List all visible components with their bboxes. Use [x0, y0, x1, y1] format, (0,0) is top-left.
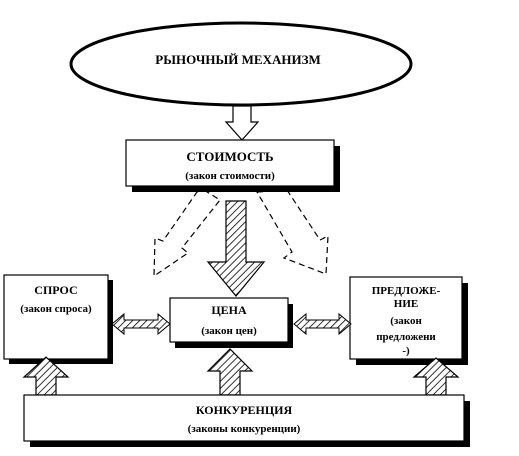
value-node: СТОИМОСТЬ (закон стоимости)	[125, 139, 340, 192]
price-node: ЦЕНА (закон цен)	[169, 297, 293, 348]
value-law: (закон стоимости)	[185, 170, 275, 182]
dashed-arrow-left	[153, 189, 221, 278]
demand-title: СПРОС	[34, 283, 77, 297]
competition-law: (законы конкуренции)	[188, 423, 301, 435]
arrow-value-to-price	[206, 200, 266, 297]
price-law: (закон цен)	[201, 325, 257, 337]
arrow-price-supply	[293, 312, 352, 336]
arrow-competition-to-supply	[412, 357, 460, 396]
market-mechanism-title: РЫНОЧНЫЙ МЕХАНИЗМ	[155, 52, 320, 67]
supply-node: ПРЕДЛОЖЕ- НИЕ (закон предложени -)	[349, 276, 468, 365]
arrow-competition-to-price	[206, 348, 254, 396]
dashed-arrow-right	[255, 189, 329, 275]
price-title: ЦЕНА	[211, 303, 247, 317]
arrow-competition-to-demand	[22, 356, 70, 396]
value-title: СТОИМОСТЬ	[186, 149, 273, 164]
competition-node: КОНКУРЕНЦИЯ (законы конкуренции)	[23, 394, 470, 447]
supply-law-line1: (закон	[390, 315, 422, 327]
supply-title-line2: НИЕ	[394, 298, 418, 310]
supply-title-line1: ПРЕДЛОЖЕ-	[372, 285, 441, 297]
arrow-mechanism-to-value	[224, 105, 260, 141]
supply-law-line2: предложени	[376, 331, 436, 343]
demand-law: (закон спроса)	[20, 303, 92, 315]
supply-law-line3: -)	[402, 345, 410, 357]
market-mechanism-node: РЫНОЧНЫЙ МЕХАНИЗМ	[69, 21, 413, 107]
arrow-demand-price	[111, 312, 171, 336]
competition-title: КОНКУРЕНЦИЯ	[196, 403, 293, 417]
demand-node: СПРОС (закон спроса)	[3, 274, 113, 364]
